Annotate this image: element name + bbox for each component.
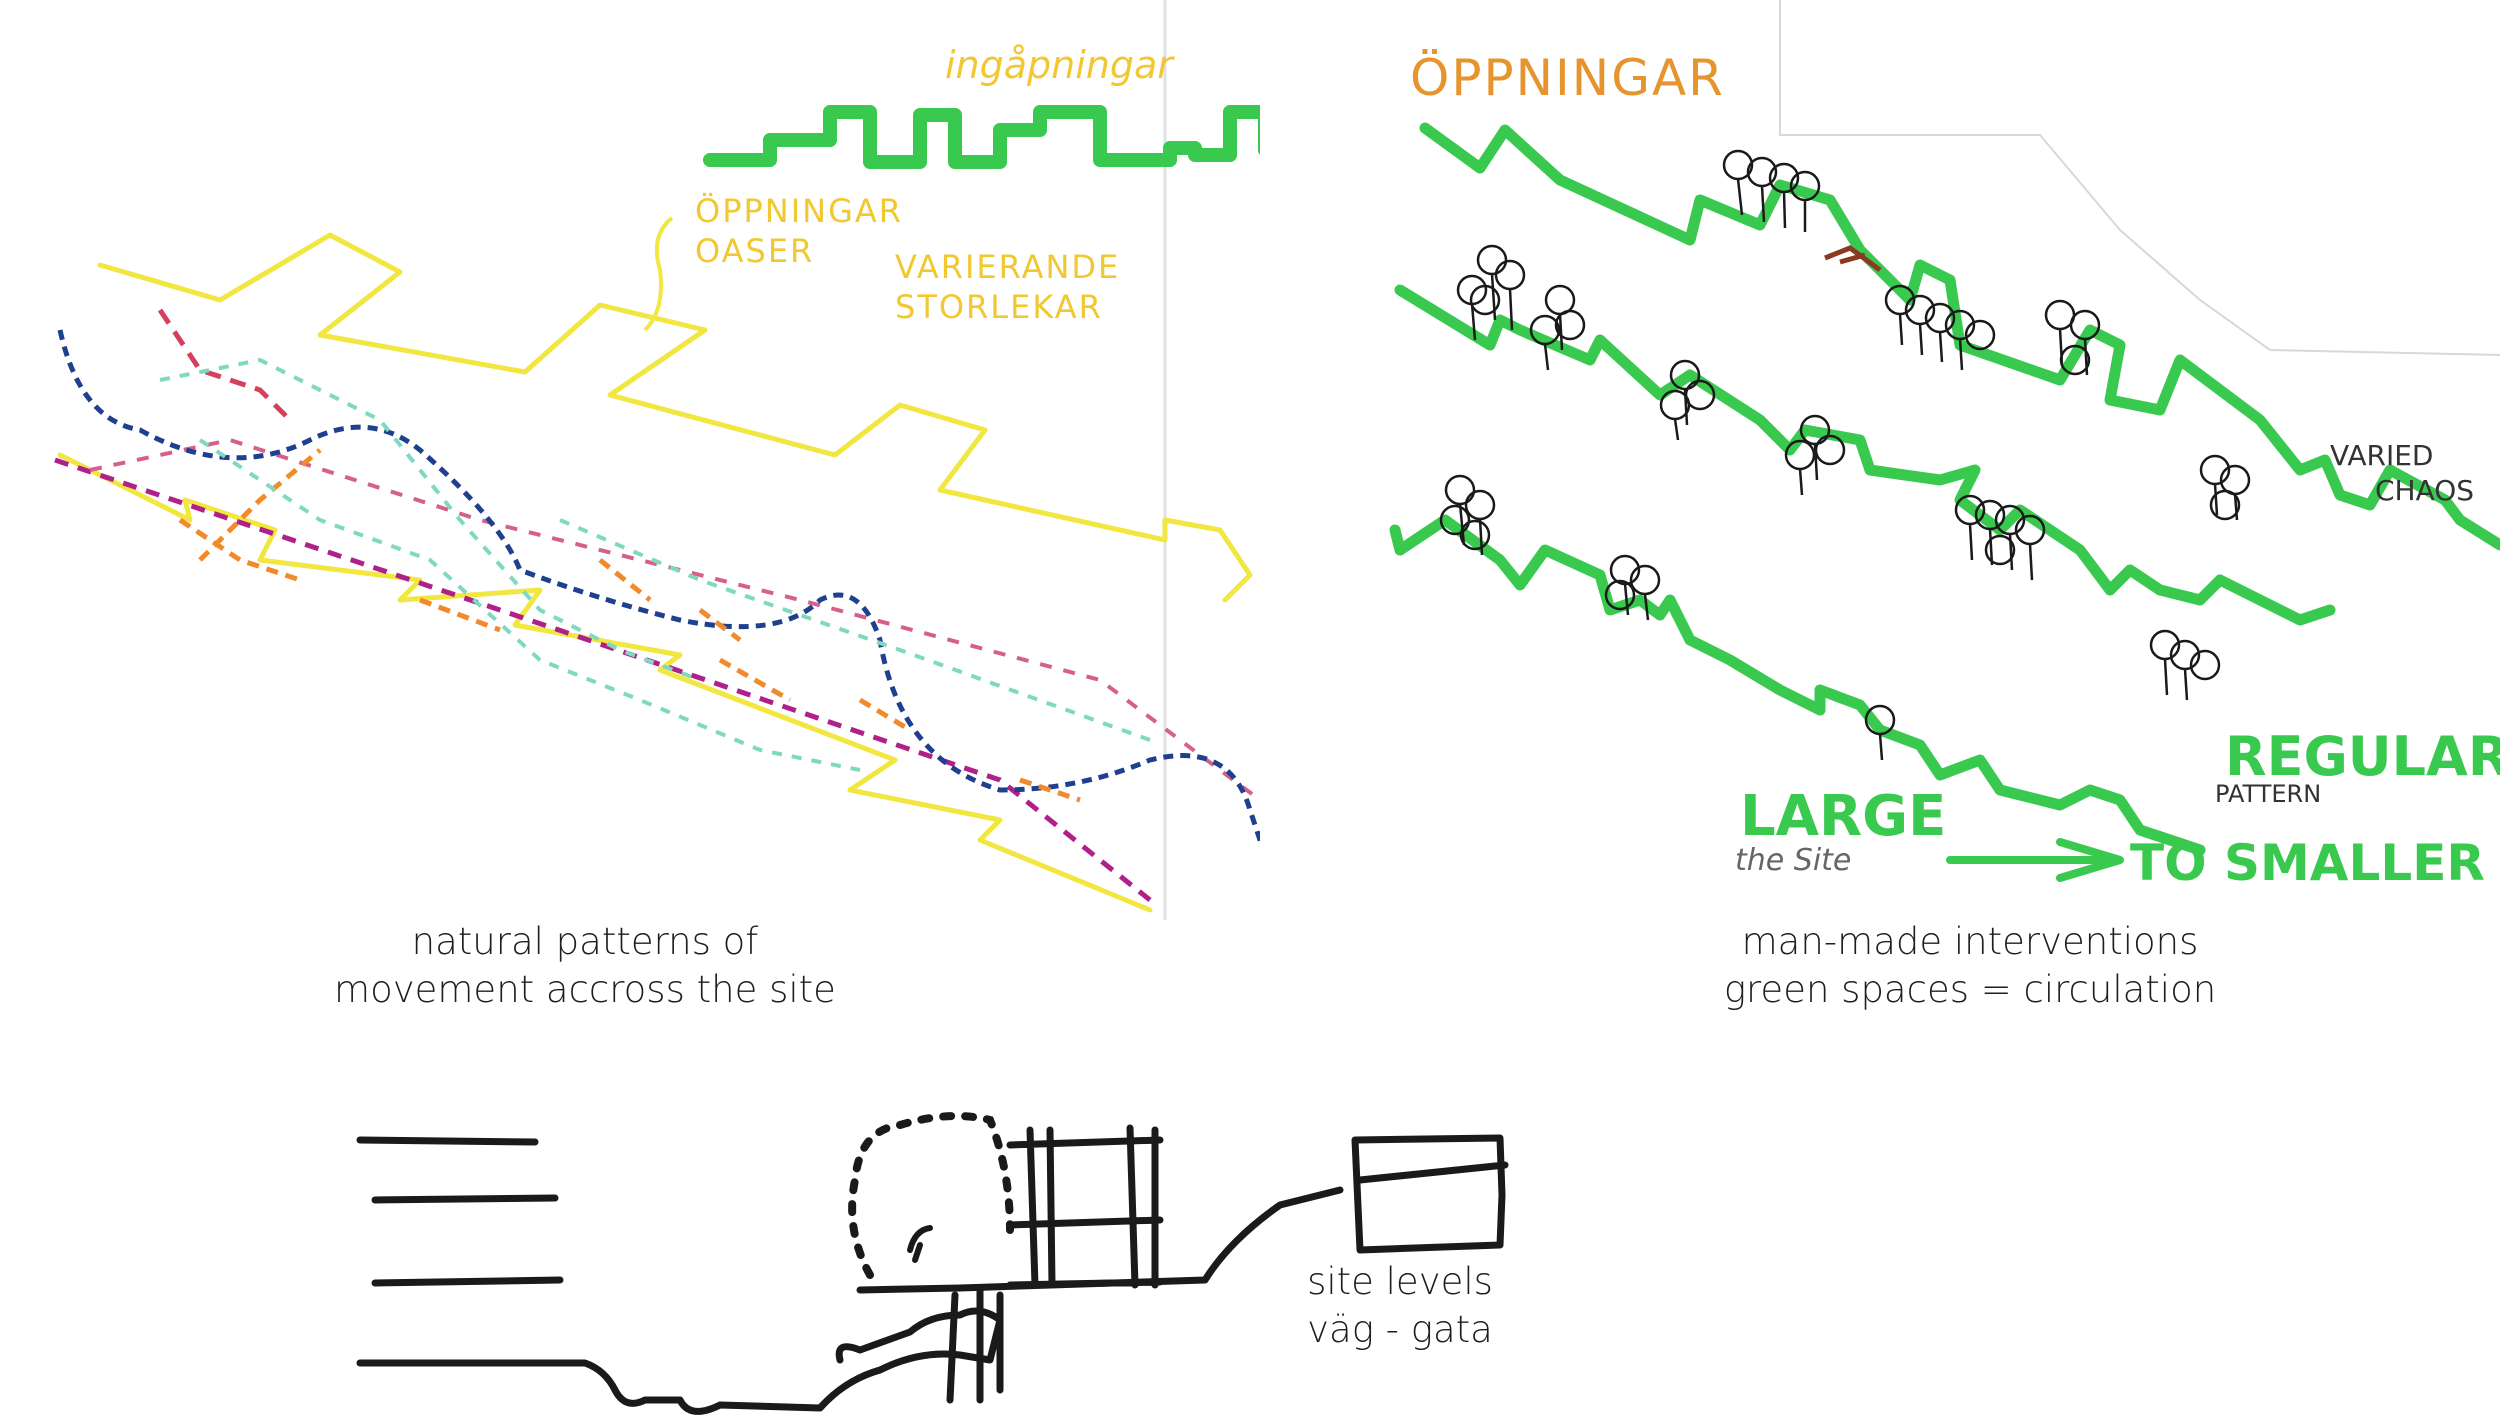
sketch-note-to-smaller: TO SMALLER bbox=[2130, 834, 2485, 892]
yellow-step-outline bbox=[97, 232, 1253, 603]
bottom-caption-line-2: väg - gata bbox=[1307, 1308, 1493, 1351]
right-caption-line-2: green spaces = circulation bbox=[1723, 968, 2217, 1011]
tree-cluster bbox=[1529, 284, 1586, 371]
building-frame bbox=[1006, 1124, 1164, 1289]
upper-building bbox=[1351, 1134, 1509, 1254]
tree-cluster-group bbox=[1439, 149, 2251, 761]
tree-crown-dashed bbox=[848, 1112, 1014, 1279]
sketch-note-regular: REGULAR bbox=[2225, 725, 2500, 788]
right-caption-line-1: man-made interventions bbox=[1741, 920, 2199, 963]
left-caption-line-1: natural patterns of bbox=[411, 920, 759, 963]
sketch-note-chaos: CHAOS bbox=[2375, 474, 2474, 507]
opening-rhythm-band bbox=[703, 105, 1260, 169]
bottom-caption-line-1: site levels bbox=[1307, 1260, 1493, 1303]
right-caption: man-made interventions green spaces = ci… bbox=[1620, 918, 2320, 1014]
tree-cluster bbox=[2149, 629, 2221, 701]
sketch-note-pattern: PATTERN bbox=[2215, 780, 2321, 808]
terrace-slab bbox=[856, 1186, 1344, 1294]
level-line-1 bbox=[356, 1136, 539, 1146]
green-step-band-2 bbox=[1394, 284, 2336, 626]
sketch-note-the-site: the Site bbox=[1735, 843, 1851, 878]
green-step-band-1 bbox=[1419, 122, 2500, 551]
level-line-3 bbox=[371, 1276, 564, 1287]
magenta-dashed-path-1 bbox=[54, 457, 1152, 902]
tree-cluster bbox=[1884, 284, 1996, 371]
sketch-title-ingangar: ingåpningar bbox=[945, 43, 1175, 87]
sketch-note-large: LARGE bbox=[1740, 784, 1946, 849]
bottom-caption: site levels väg - gata bbox=[1200, 1258, 1600, 1354]
green-arrow-line bbox=[1946, 838, 2124, 882]
green-step-band-3 bbox=[1389, 514, 2206, 856]
orange-dashed-paths bbox=[178, 448, 1081, 803]
sketch-note-varierande: VARIERANDE bbox=[895, 248, 1120, 286]
tree-cluster bbox=[2044, 299, 2101, 376]
tree-cluster bbox=[1784, 414, 1846, 496]
interventions-sketch: ÖPPNINGAR VARIED CHAOS REGULAR PATTERN L… bbox=[1389, 0, 2500, 892]
yellow-leader-line bbox=[643, 216, 674, 332]
yellow-lower-band bbox=[57, 452, 1153, 913]
ground-profile bbox=[356, 1307, 1004, 1415]
tree-cluster bbox=[1439, 474, 1496, 556]
teal-dashed-paths bbox=[159, 357, 1151, 772]
tree-cluster bbox=[1604, 554, 1661, 621]
support-pillars bbox=[946, 1286, 1004, 1404]
tree-cluster bbox=[1659, 359, 1716, 441]
sketch-note-oppningar: ÖPPNINGAR bbox=[695, 192, 903, 230]
movement-patterns-sketch: ingåpningar ÖPPNINGAR OASER VARIERANDE S… bbox=[54, 0, 1260, 920]
blue-dashed-wave bbox=[57, 329, 1260, 848]
sketch-note-storlekar: STORLEKAR bbox=[895, 288, 1103, 326]
sketch-note-varied: VARIED bbox=[2330, 439, 2433, 472]
sketch-title-oppningar: ÖPPNINGAR bbox=[1410, 49, 1725, 107]
left-caption-line-2: movement accross the site bbox=[334, 968, 836, 1011]
tree-cluster bbox=[1954, 494, 2046, 581]
tree-cluster bbox=[1864, 704, 1896, 761]
tree-cluster bbox=[1456, 244, 1526, 341]
sketch-note-oaser: OASER bbox=[695, 232, 814, 270]
left-caption: natural patterns of movement accross the… bbox=[285, 918, 885, 1014]
tree-cluster bbox=[1722, 149, 1821, 232]
site-levels-sketch bbox=[356, 1112, 1509, 1415]
paper-cutout-outline bbox=[1779, 0, 2500, 356]
bench-symbol bbox=[1824, 245, 1882, 273]
tree-trunk-mark bbox=[907, 1225, 933, 1263]
level-line-2 bbox=[371, 1194, 559, 1204]
tree-cluster bbox=[2199, 454, 2251, 521]
red-dashed-path bbox=[157, 308, 292, 422]
